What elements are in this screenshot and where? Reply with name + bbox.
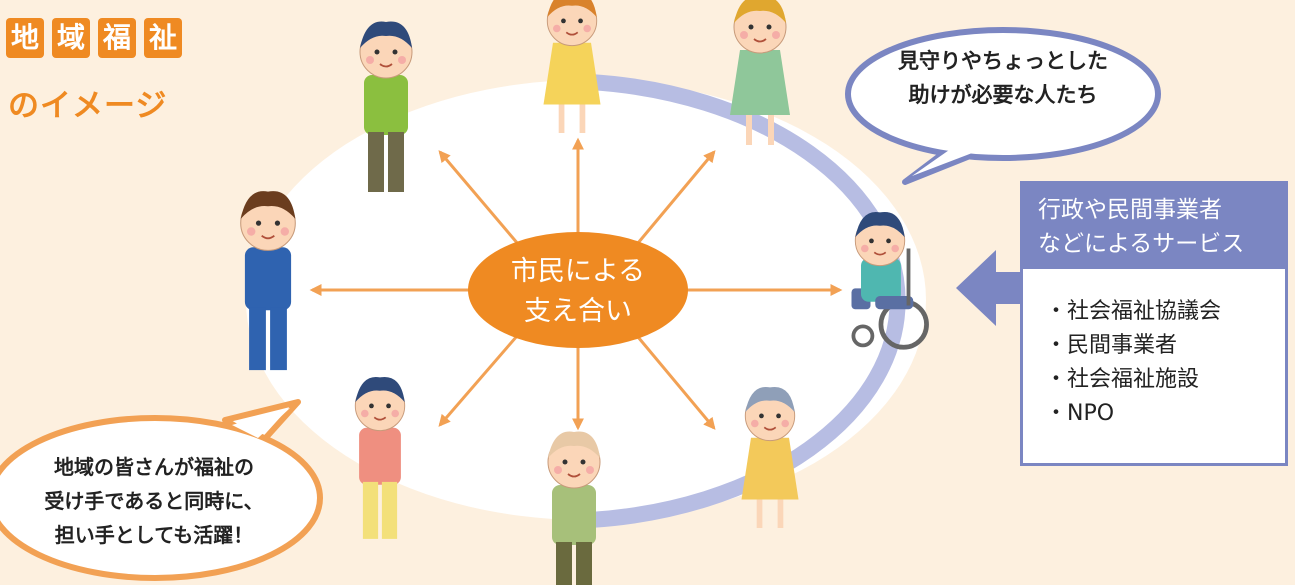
services-item: ・民間事業者 bbox=[1045, 333, 1178, 358]
support-arrows bbox=[309, 137, 843, 431]
service-arrow bbox=[956, 250, 1025, 326]
services-header: 行政や民間事業者 などによるサービス bbox=[1020, 181, 1288, 266]
bubble-line: 見守りやちょっとした bbox=[898, 49, 1108, 73]
bubble-top-shape bbox=[845, 27, 1161, 185]
bubble-line: 受け手であると同時に、 bbox=[44, 489, 264, 513]
figure-man-blue-suit bbox=[240, 191, 296, 371]
figure-man-green-sweater bbox=[359, 21, 413, 192]
support-arrow bbox=[438, 150, 529, 256]
title-char: 祉 bbox=[144, 18, 182, 58]
services-item: ・社会福祉施設 bbox=[1045, 367, 1200, 392]
title-char: 地 bbox=[6, 18, 44, 58]
services-header-line: などによるサービス bbox=[1038, 231, 1245, 257]
bubble-bottom-text: 地域の皆さんが福祉の 受け手であると同時に、 担い手としても活躍！ bbox=[14, 450, 294, 552]
bubble-bottom-shape bbox=[0, 399, 323, 581]
figure-girl-yellow-dress bbox=[543, 0, 601, 133]
center-line: 市民による bbox=[510, 256, 646, 287]
services-list: ・社会福祉協議会 ・民間事業者 ・社会福祉施設 ・NPO bbox=[1020, 266, 1288, 466]
center-ellipse bbox=[468, 232, 688, 348]
services-item: ・社会福祉協議会 bbox=[1045, 299, 1222, 324]
center-label: 市民による 支え合い bbox=[468, 252, 688, 332]
figure-elderly-woman-blue-skirt bbox=[741, 386, 799, 528]
bubble-line: 助けが必要な人たち bbox=[908, 83, 1098, 107]
support-arrow bbox=[438, 323, 528, 427]
bubble-top-text: 見守りやちょっとした 助けが必要な人たち bbox=[848, 44, 1158, 112]
bubble-line: 担い手としても活躍！ bbox=[54, 523, 254, 547]
figure-pregnant-woman-green bbox=[730, 0, 790, 145]
figures-layer bbox=[240, 0, 929, 585]
figure-man-wheelchair bbox=[851, 211, 929, 350]
bubble-line: 地域の皆さんが福祉の bbox=[54, 455, 254, 479]
title-char: 域 bbox=[52, 18, 90, 58]
title-boxes: 地 域 福 祉 bbox=[6, 18, 182, 58]
center-line: 支え合い bbox=[524, 296, 632, 327]
figure-child-pink-shirt bbox=[354, 376, 406, 539]
support-arrow bbox=[627, 324, 716, 430]
support-arrow bbox=[627, 150, 716, 256]
title-char: 福 bbox=[98, 18, 136, 58]
figure-elderly-man-green bbox=[547, 431, 601, 585]
title-subtitle: のイメージ bbox=[8, 88, 168, 124]
services-header-line: 行政や民間事業者 bbox=[1038, 197, 1222, 223]
services-item: ・NPO bbox=[1045, 401, 1115, 426]
